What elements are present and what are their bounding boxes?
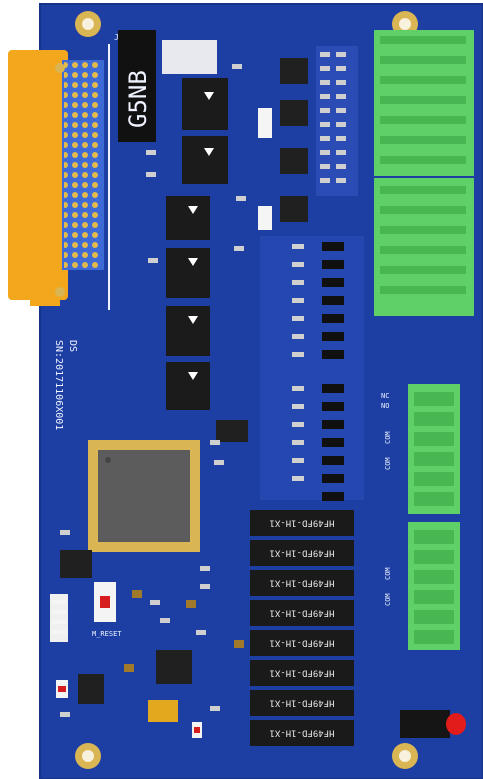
- model-badge: G5NB: [118, 30, 156, 142]
- terminal-label-nc: NC: [381, 392, 389, 400]
- terminal-label-com4: COM: [384, 593, 392, 606]
- relay-label-4: HF49FD-1H-X1: [269, 608, 334, 618]
- reset-label: M_RESET: [92, 630, 122, 638]
- relay-label-1: HF49FD-1H-X1: [269, 518, 334, 528]
- optocoupler-ics: [166, 78, 228, 410]
- relay-bank: [250, 510, 354, 746]
- terminal-label-com1: COM: [384, 431, 392, 444]
- relay-label-8: HF49FD-1H-X1: [269, 728, 334, 738]
- relay-label-2: HF49FD-1H-X1: [269, 548, 334, 558]
- model-badge-text: G5NB: [124, 70, 152, 128]
- terminal-label-com3: COM: [384, 567, 392, 580]
- terminal-block-relay: [408, 384, 460, 650]
- serial-line-2: SN:20171106X001: [53, 340, 64, 430]
- connector-j1: [8, 50, 104, 306]
- terminal-label-com2: COM: [384, 457, 392, 470]
- relay-label-5: HF49FD-1H-X1: [269, 638, 334, 648]
- relay-label-3: HF49FD-1H-X1: [269, 578, 334, 588]
- mcu-chip: [88, 440, 200, 552]
- terminal-block-top: [374, 30, 474, 316]
- terminal-label-no: NO: [381, 402, 389, 410]
- switch-component: [162, 40, 217, 74]
- relay-label-7: HF49FD-1H-X1: [269, 698, 334, 708]
- relay-label-6: HF49FD-1H-X1: [269, 668, 334, 678]
- smd-resistor-field: [316, 46, 358, 196]
- red-indicator: [400, 710, 466, 738]
- led-indicator-stack: [260, 236, 364, 501]
- serial-line-1: DS: [67, 340, 78, 352]
